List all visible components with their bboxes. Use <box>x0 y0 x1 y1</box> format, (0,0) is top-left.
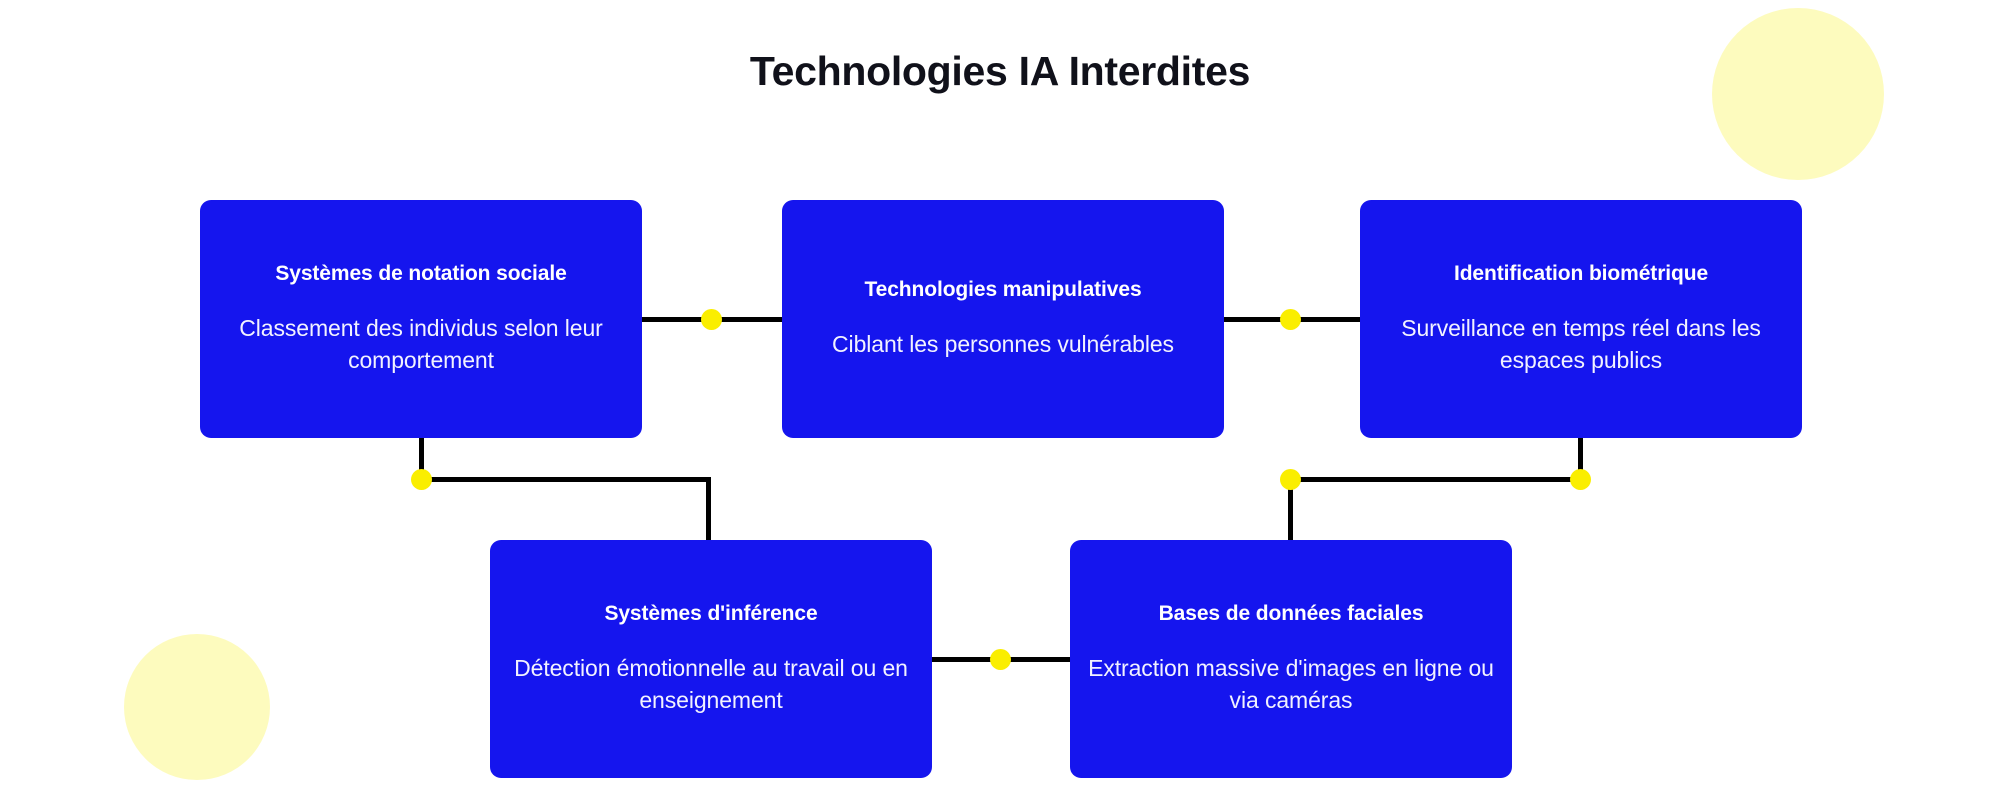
node-description: Ciblant les personnes vulnérables <box>832 331 1174 358</box>
edge-dot-biometrique-bottom <box>1570 469 1591 490</box>
page-title: Technologies IA Interdites <box>749 48 1251 94</box>
edge-dot-faciales-top <box>1280 469 1301 490</box>
node-description: Extraction massive d'images en ligne ou … <box>1088 655 1494 714</box>
edge-line-notation-to-inference-vertical-start <box>419 438 424 480</box>
node-bases-de-donnees-faciales[interactable]: Bases de données faciales Extraction mas… <box>1070 540 1512 778</box>
edge-line-notation-to-inference-horizontal <box>419 477 711 482</box>
decorative-circle-bottom-left <box>124 634 270 780</box>
edge-line-notation-to-inference-vertical-end <box>706 477 711 540</box>
node-technologies-manipulatives[interactable]: Technologies manipulatives Ciblant les p… <box>782 200 1224 438</box>
node-title: Systèmes de notation sociale <box>275 262 567 286</box>
edge-line-biometrique-to-faciales-vertical-start <box>1578 438 1583 480</box>
decorative-circle-top-right <box>1712 8 1884 180</box>
node-systemes-d-inference[interactable]: Systèmes d'inférence Détection émotionne… <box>490 540 932 778</box>
edge-dot-notation-to-manipulatives <box>701 309 722 330</box>
edge-line-biometrique-to-faciales-vertical-end <box>1288 477 1293 540</box>
edge-dot-inference-to-faciales <box>990 649 1011 670</box>
node-description: Surveillance en temps réel dans les espa… <box>1401 315 1761 374</box>
node-description: Détection émotionnelle au travail ou en … <box>514 655 908 714</box>
node-title: Technologies manipulatives <box>864 278 1142 301</box>
node-title: Bases de données faciales <box>1158 602 1424 626</box>
node-systemes-de-notation-sociale[interactable]: Systèmes de notation sociale Classement … <box>200 200 642 438</box>
edge-dot-notation-to-inference <box>411 469 432 490</box>
node-title: Identification biométrique <box>1453 262 1709 286</box>
edge-dot-manipulatives-to-biometrique <box>1280 309 1301 330</box>
node-identification-biometrique[interactable]: Identification biométrique Surveillance … <box>1360 200 1802 438</box>
edge-line-biometrique-to-faciales-horizontal <box>1288 477 1583 482</box>
node-description: Classement des individus selon leur comp… <box>239 315 603 374</box>
node-title: Systèmes d'inférence <box>604 602 818 626</box>
